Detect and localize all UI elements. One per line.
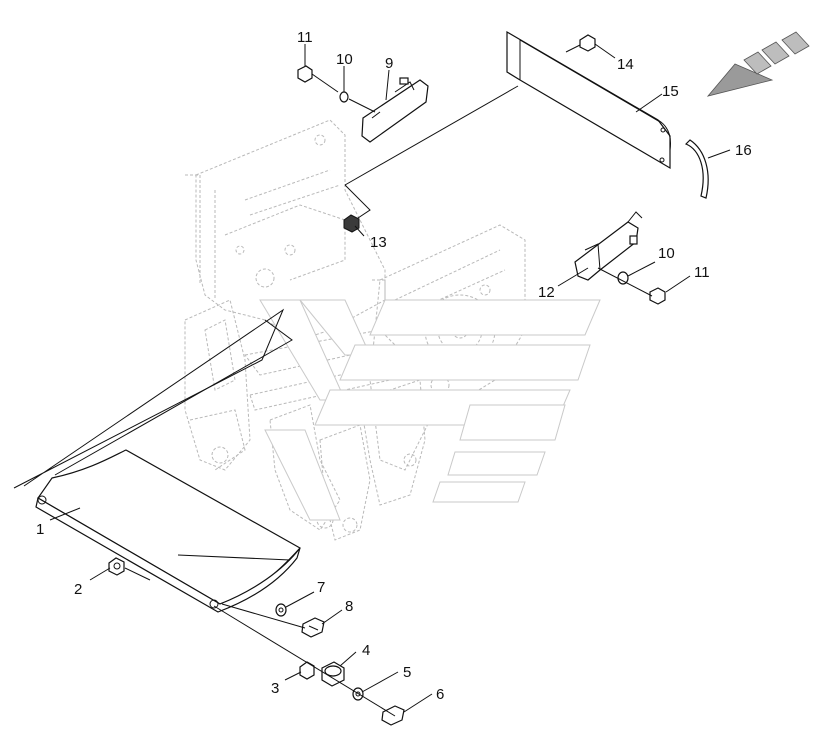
callout-3: 3 [271, 680, 279, 697]
part-10-washer-top [339, 91, 349, 103]
callout-10-right: 10 [658, 245, 675, 262]
callout-6: 6 [436, 686, 444, 703]
callout-14: 14 [617, 56, 634, 73]
part-11-bolt-right [649, 287, 666, 305]
part-13-nut [343, 214, 360, 233]
callout-5: 5 [403, 664, 411, 681]
callout-leaders [49, 43, 731, 713]
callout-labels: 1 2 3 4 5 6 7 8 9 10 11 12 13 14 15 16 1… [36, 29, 752, 703]
part-9-bracket [361, 77, 429, 143]
leader-10-9 [348, 98, 376, 113]
callout-7: 7 [317, 579, 325, 596]
part-6-bolt [381, 705, 405, 726]
part-14-bolt [565, 34, 596, 53]
leader-7-8-axis [221, 603, 306, 629]
callout-9: 9 [385, 55, 393, 72]
watermark-logo [259, 299, 601, 521]
leader-3-6-axis [213, 605, 396, 717]
callout-2: 2 [74, 581, 82, 598]
part-8-bolt [301, 617, 325, 638]
callout-12: 12 [538, 284, 555, 301]
part-10-washer-right [617, 271, 629, 285]
part-12-bracket [574, 211, 643, 281]
part-2-nut [108, 557, 151, 581]
callout-15: 15 [662, 83, 679, 100]
direction-arrow-icon [706, 31, 810, 97]
part-15-top-panel [344, 30, 671, 221]
callout-11-top: 11 [297, 29, 313, 46]
callout-13: 13 [370, 234, 387, 251]
part-1-lower-cover [13, 308, 301, 613]
part-11-bolt-top [297, 65, 339, 93]
callout-16: 16 [735, 142, 752, 159]
part-7-washer [275, 603, 287, 617]
callout-11-right: 11 [694, 264, 710, 281]
part-16-seal-strip [684, 139, 709, 199]
part-3-nut [299, 661, 315, 680]
callout-1: 1 [36, 521, 44, 538]
callout-8: 8 [345, 598, 353, 615]
callout-4: 4 [362, 642, 370, 659]
part-4-spacer [321, 661, 345, 687]
callout-10-top: 10 [336, 51, 353, 68]
leader-12-axis [597, 267, 653, 297]
